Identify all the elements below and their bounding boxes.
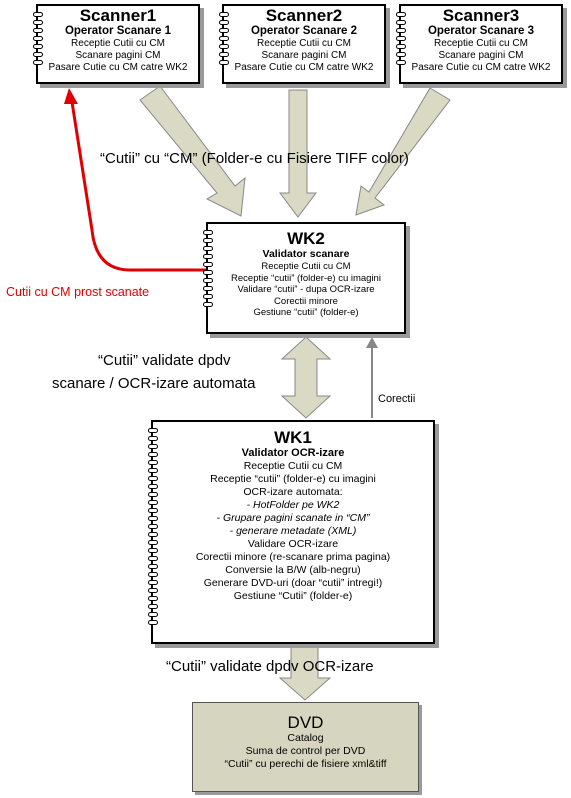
wk1-task-sub: - HotFolder pe WK2 [246,499,340,511]
wk2-subtitle: Validator scanare [262,248,350,260]
arrow-scanner3-to-wk2 [355,87,451,216]
wk1-box: WK1 Validator OCR-izare Receptie Cutii c… [148,420,435,644]
arrow-wk2-wk1-double [280,336,332,419]
scanner1-title: Scanner1 [79,6,157,25]
binder-rings [396,12,408,68]
wk2-task: Receptie Cutii cu CM [261,261,351,272]
wk1-task-sub: - generare metadate (XML) [229,525,357,537]
corrections-label: Corectii [378,393,416,405]
flow-label-wk2-to-wk1-line2: scanare / OCR-izare automata [52,375,256,392]
scanner3-task: Scanare pagini CM [438,50,524,61]
wk1-task-sub: - Grupare pagini scanate in “CM” [216,512,370,524]
binder-rings [148,428,160,628]
scanner1-operator: Operator Scanare 1 [64,25,172,37]
scanner2-title: Scanner2 [265,6,343,25]
flow-label-wk1-to-dvd: “Cutii” validate dpdv OCR-izare [166,658,374,675]
wk1-task: Receptie Cutii cu CM [243,460,343,472]
rejected-scans-label: Cutii cu CM prost scanate [6,285,150,299]
rejected-scans-arrowhead [64,88,78,104]
binder-rings [203,230,215,310]
dvd-line: “Cutii” cu perechi de fisiere xml&tiff [224,758,387,770]
wk1-task: Corectii minore (re-scanare prima pagina… [195,551,391,563]
scanner1-box: Scanner1 Operator Scanare 1 Receptie Cut… [33,4,200,84]
wk1-task: Validare OCR-izare [247,538,339,550]
scanner2-task: Pasare Cutie cu CM catre WK2 [234,62,374,73]
arrow-scanner2-to-wk2 [279,89,317,218]
binder-rings [33,12,45,68]
wk2-task: Validare “cutii” - dupa OCR-izare [237,284,375,295]
wk1-title: WK1 [274,428,312,447]
scanner2-box: Scanner2 Operator Scanare 2 Receptie Cut… [219,4,386,84]
scanner3-operator: Operator Scanare 3 [427,25,535,37]
wk2-box: WK2 Validator scanare Receptie Cutii cu … [203,222,406,334]
wk1-task: Generare DVD-uri (doar “cutii” intregi!) [203,577,383,589]
arrow-wk1-to-dvd [278,645,332,701]
wk2-title: WK2 [287,229,325,248]
scanner2-task: Receptie Cutii cu CM [257,38,351,49]
corrections-arrowhead [366,337,378,348]
dvd-line: Suma de control per DVD [245,745,366,757]
flow-label-scan-to-wk2: “Cutii” cu “CM” (Folder-e cu Fisiere TIF… [100,150,409,167]
flow-label-wk2-to-wk1-line1: “Cutii” validate dpdv [98,352,231,369]
wk1-task: Gestiune “Cutii” (folder-e) [233,590,353,602]
scanner2-operator: Operator Scanare 2 [250,25,358,37]
wk2-task: Receptie “cutii” (folder-e) cu imagini [231,272,381,284]
dvd-title: DVD [287,713,324,732]
scanner1-task: Pasare Cutie cu CM catre WK2 [48,62,188,73]
wk1-task: Receptie “cutii” (folder-e) cu imagini [210,473,376,485]
scanner2-task: Scanare pagini CM [261,50,347,61]
scanner3-title: Scanner3 [442,6,520,25]
scanner3-task: Pasare Cutie cu CM catre WK2 [411,62,551,73]
arrow-scanner1-to-wk2 [139,85,246,217]
binder-rings [219,12,231,68]
wk1-task: OCR-izare automata: [243,486,343,498]
scanner1-task: Scanare pagini CM [75,50,161,61]
wk1-task: Conversie la B/W (alb-negru) [225,564,361,576]
wk2-task: Corectii minore [274,295,338,307]
scanner3-box: Scanner3 Operator Scanare 3 Receptie Cut… [396,4,563,84]
dvd-line: Catalog [287,732,324,744]
wk1-subtitle: Validator OCR-izare [241,447,345,459]
rejected-scans-line [70,101,206,272]
scanner3-task: Receptie Cutii cu CM [434,38,528,49]
dvd-box: DVD Catalog Suma de control per DVD “Cut… [192,702,419,792]
wk2-task: Gestiune “cutii” (folder-e) [253,307,359,318]
scanner1-task: Receptie Cutii cu CM [71,38,165,49]
